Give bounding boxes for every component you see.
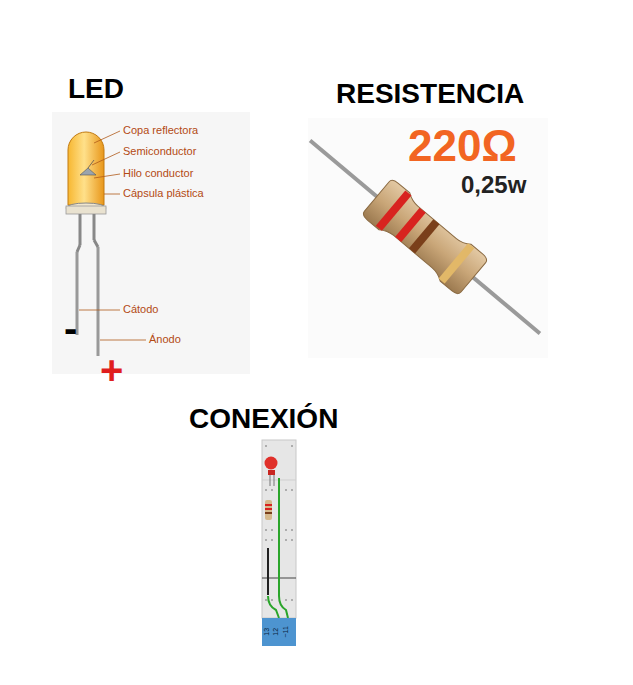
power-rating: 0,25w <box>461 172 526 198</box>
pin-number: 13 <box>263 628 271 636</box>
pin-name: Cátodo <box>123 303 158 315</box>
breadboard-illustration <box>262 440 296 646</box>
pin-name: Ánodo <box>149 333 181 345</box>
resistance-value: 220Ω <box>408 122 517 170</box>
part-name: Semiconductor <box>123 145 196 157</box>
polarity-sign: + <box>100 348 123 392</box>
section-heading: LED <box>68 74 124 105</box>
part-name: Hilo conductor <box>123 167 193 179</box>
polarity-sign: - <box>64 306 77 350</box>
pin-number: ~11 <box>282 626 290 637</box>
section-heading: CONEXIÓN <box>189 404 338 435</box>
section-heading: RESISTENCIA <box>336 79 524 110</box>
pin-number: 12 <box>272 628 280 636</box>
part-name: Copa reflectora <box>123 124 198 136</box>
led-illustration <box>52 112 250 374</box>
part-name: Cápsula plástica <box>123 187 204 199</box>
resistor-illustration <box>295 118 556 358</box>
